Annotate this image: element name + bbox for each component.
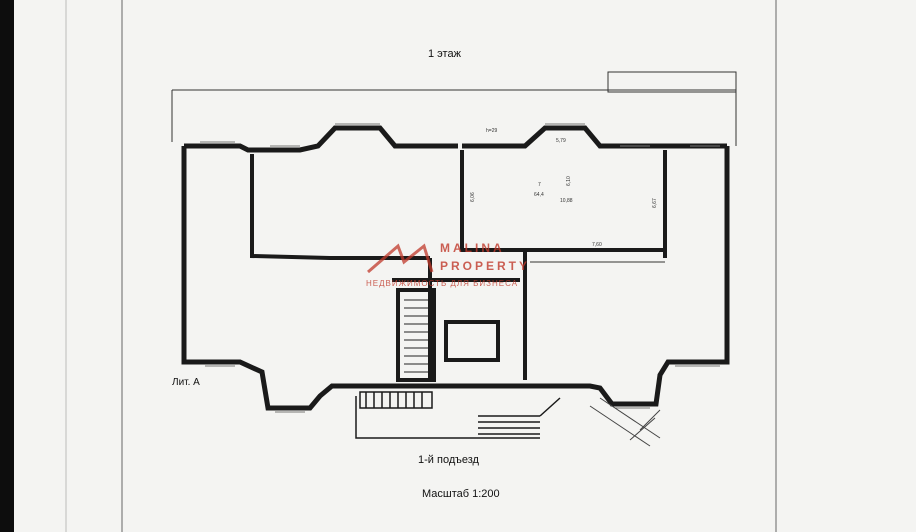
scale-label: Масштаб 1:200 [422, 488, 500, 500]
dim-right: 6,67 [652, 198, 658, 208]
dim-small: 10,88 [560, 198, 573, 204]
building-label: Лит. А [172, 377, 200, 388]
watermark-logo-icon [367, 243, 434, 274]
room-number: 7 [538, 182, 541, 188]
dim-mid: 6,10 [566, 176, 572, 186]
dim-top: 5,79 [556, 138, 566, 144]
room-area: 64,4 [534, 192, 544, 198]
watermark-tagline: НЕДВИЖИМОСТЬ ДЛЯ БИЗНЕСА [366, 279, 519, 288]
dim-bottom: 7,60 [592, 242, 602, 248]
watermark-brand-line1: MALINA [440, 241, 505, 255]
paper-sheet [14, 0, 916, 532]
dim-left: 6,06 [470, 192, 476, 202]
entrance-label: 1-й подъезд [418, 454, 479, 466]
watermark-brand-line2: PROPERTY [440, 259, 531, 273]
floor-title: 1 этаж [428, 48, 461, 60]
dim-top-left: h=29 [486, 128, 497, 134]
